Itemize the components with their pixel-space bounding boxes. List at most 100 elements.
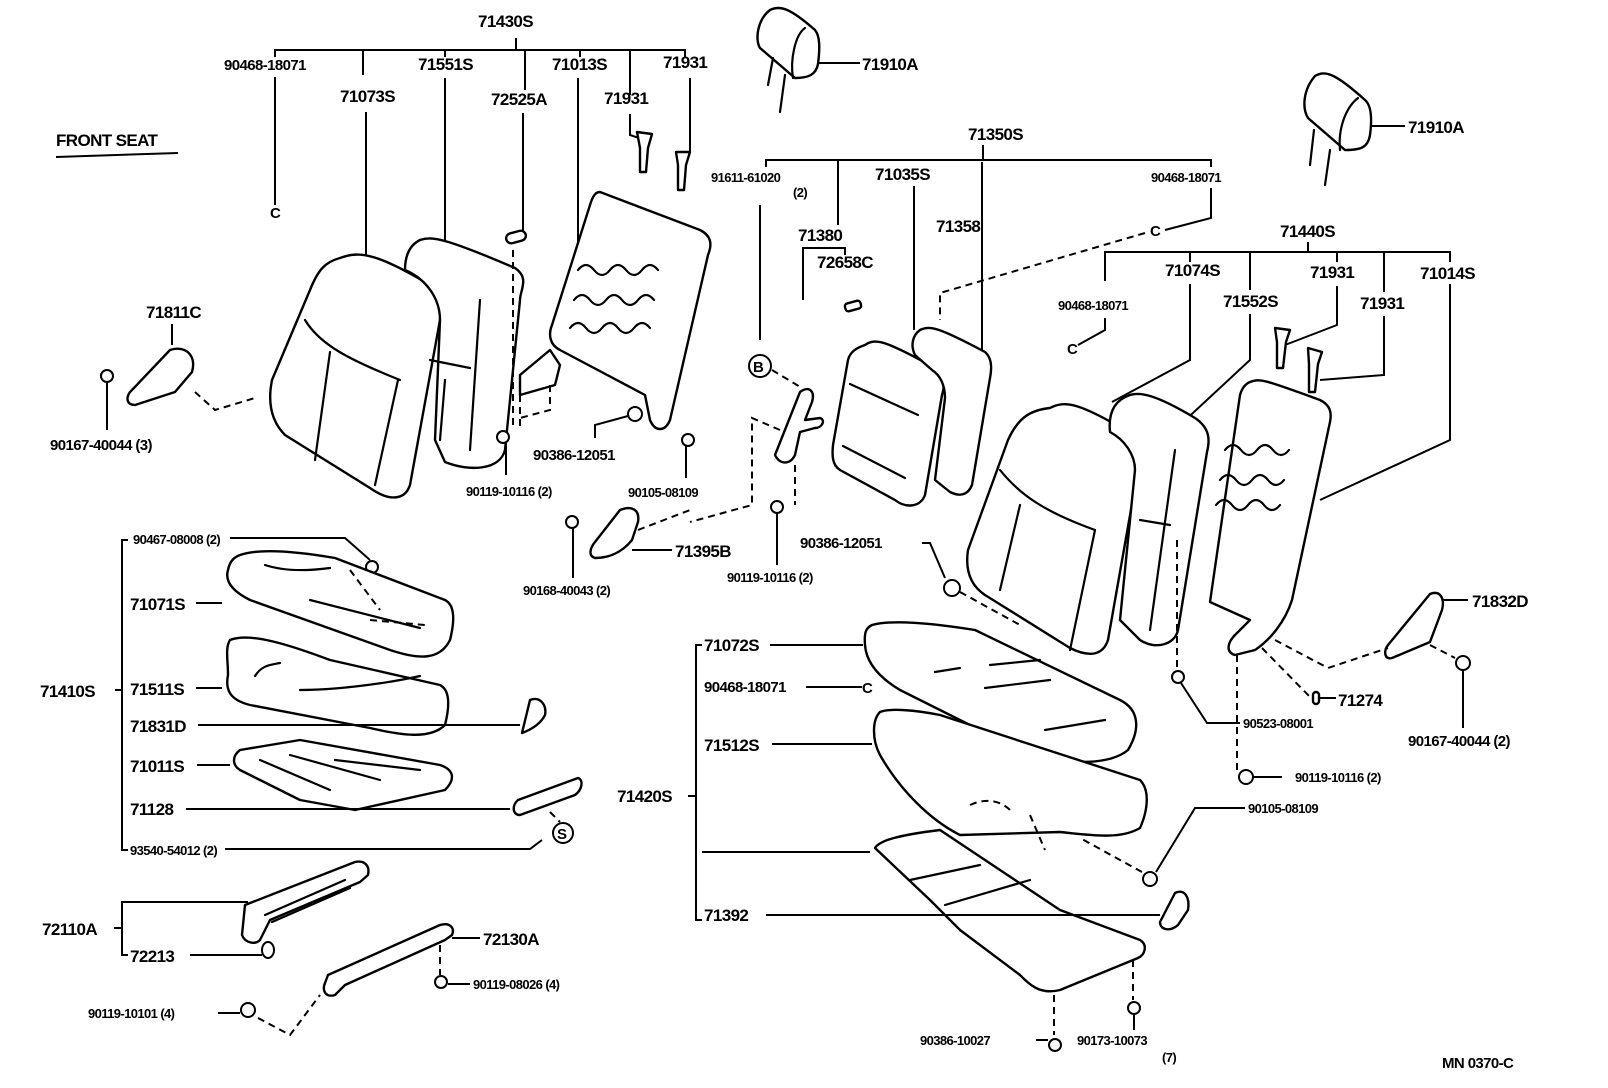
cushion-frame-71392[interactable]: [873, 828, 1146, 993]
label-72525A[interactable]: 72525A: [491, 90, 548, 109]
callout-s[interactable]: [552, 822, 574, 844]
label-90467-08008-2[interactable]: 90467-08008 (2): [133, 532, 221, 547]
label-91611-61020[interactable]: 91611-61020: [711, 170, 781, 185]
cushion-pad-71511S[interactable]: [225, 636, 450, 736]
label-71014S[interactable]: 71014S: [1420, 264, 1476, 283]
label-71011S[interactable]: 71011S: [130, 757, 185, 776]
label-71395B[interactable]: 71395B: [675, 542, 732, 561]
headrest-71910A-a[interactable]: [756, 6, 821, 80]
label-90468-18071-d[interactable]: 90468-18071: [704, 679, 787, 696]
label-90167-40044-2[interactable]: 90167-40044 (2): [1408, 733, 1511, 750]
label-90468-18071-b[interactable]: 90468-18071: [1151, 170, 1222, 185]
screw-icon: [681, 433, 695, 447]
washer-icon: [1171, 670, 1185, 684]
label-71551S[interactable]: 71551S: [418, 55, 474, 74]
label-71552S[interactable]: 71552S: [1223, 292, 1279, 311]
label-71035S[interactable]: 71035S: [875, 165, 931, 184]
nut-icon: [627, 406, 643, 422]
seatback-pad-71552S[interactable]: [1108, 392, 1210, 647]
label-71430S[interactable]: 71430S: [478, 12, 534, 31]
label-90167-40044-3[interactable]: 90167-40044 (3): [50, 437, 153, 454]
label-93540-54012-2[interactable]: 93540-54012 (2): [130, 843, 218, 858]
label-90386-12051-a[interactable]: 90386-12051: [533, 447, 616, 464]
leader: [1111, 284, 1191, 403]
label-90468-18071-c[interactable]: 90468-18071: [1058, 298, 1129, 313]
headrest-guide-71931-c[interactable]: [1273, 326, 1292, 370]
passenger-back-group: 71350S 91611-61020 (2) 71380 72658C 7103…: [689, 125, 1222, 523]
label-71358[interactable]: 71358: [936, 217, 981, 236]
label-71274[interactable]: 71274: [1338, 691, 1384, 710]
seatback-board-71358[interactable]: [911, 326, 993, 496]
label-72130A[interactable]: 72130A: [483, 930, 540, 949]
headrest-guide-71931-b[interactable]: [674, 150, 692, 192]
cushion-cover-71071S[interactable]: [226, 550, 455, 658]
cushion-pad-71512S[interactable]: [872, 708, 1148, 837]
label-71410S[interactable]: 71410S: [40, 682, 96, 701]
clip-72525A[interactable]: [504, 229, 528, 245]
cover-71811C[interactable]: [126, 347, 195, 407]
headrest-guide-71931-d[interactable]: [1306, 346, 1324, 394]
dash-guide: [969, 799, 1046, 851]
headrest-guide-71931-a[interactable]: [635, 130, 654, 174]
label-71440S[interactable]: 71440S: [1280, 222, 1336, 241]
cover-71395B[interactable]: [589, 506, 640, 560]
label-90523-08001[interactable]: 90523-08001: [1243, 716, 1314, 731]
trim-71128[interactable]: [512, 776, 583, 817]
label-71380[interactable]: 71380: [798, 226, 843, 245]
label-90168-40043-2[interactable]: 90168-40043 (2): [523, 583, 611, 598]
label-71910A-b[interactable]: 71910A: [1408, 118, 1465, 137]
seatback-cover-71073S[interactable]: [269, 253, 444, 499]
label-71420S[interactable]: 71420S: [617, 787, 673, 806]
label-71392[interactable]: 71392: [704, 906, 749, 925]
rail-teeth: [263, 878, 352, 924]
label-90119-10116-2-a[interactable]: 90119-10116 (2): [466, 484, 553, 499]
label-71931-d[interactable]: 71931: [1360, 294, 1405, 313]
rail-72110A[interactable]: [240, 860, 370, 944]
label-90105-08109-b[interactable]: 90105-08109: [1248, 801, 1319, 816]
spacer-72213[interactable]: [261, 941, 275, 959]
seatback-frame-71013S[interactable]: [548, 190, 712, 431]
label-71073S[interactable]: 71073S: [340, 87, 396, 106]
label-90119-10116-2-b[interactable]: 90119-10116 (2): [727, 570, 814, 585]
label-71931-a[interactable]: 71931: [604, 89, 649, 108]
label-71511S[interactable]: 71511S: [130, 680, 185, 699]
label-90105-08109-a[interactable]: 90105-08109: [628, 485, 699, 500]
label-90119-08026-4[interactable]: 90119-08026 (4): [473, 977, 560, 992]
callout-b[interactable]: [748, 354, 772, 378]
seatback-pad-71551S[interactable]: [403, 237, 525, 469]
label-90173-10073[interactable]: 90173-10073: [1077, 1033, 1148, 1048]
label-71512S[interactable]: 71512S: [704, 736, 760, 755]
clip-72658C[interactable]: [843, 299, 863, 313]
label-71831D[interactable]: 71831D: [130, 717, 187, 736]
label-90119-10101-4[interactable]: 90119-10101 (4): [88, 1006, 175, 1021]
label-71071S[interactable]: 71071S: [130, 595, 186, 614]
label-72110A[interactable]: 72110A: [42, 920, 98, 939]
label-71072S[interactable]: 71072S: [704, 636, 760, 655]
recliner-71380[interactable]: [773, 388, 825, 464]
label-90386-12051-b[interactable]: 90386-12051: [800, 535, 883, 552]
label-71350S[interactable]: 71350S: [968, 125, 1024, 144]
dash-guide: [1429, 644, 1456, 659]
leader: [1155, 807, 1245, 873]
cushion-frame-71011S[interactable]: [232, 738, 454, 812]
pin-71274[interactable]: [1311, 690, 1321, 706]
label-90468-18071[interactable]: 90468-18071: [224, 57, 307, 74]
label-72658C[interactable]: 72658C: [817, 253, 874, 272]
headrest-71910A-b[interactable]: [1303, 72, 1373, 152]
label-71013S[interactable]: 71013S: [552, 55, 608, 74]
cover-71832D[interactable]: [1384, 591, 1444, 660]
label-71074S[interactable]: 71074S: [1165, 261, 1221, 280]
rail-72130A[interactable]: [322, 923, 454, 997]
label-90119-10116-2-c[interactable]: 90119-10116 (2): [1295, 770, 1382, 785]
label-71931-b[interactable]: 71931: [663, 53, 708, 72]
label-71910A-a[interactable]: 71910A: [862, 55, 919, 74]
cover-71831D[interactable]: [520, 697, 547, 735]
label-71128[interactable]: 71128: [130, 800, 174, 819]
seatback-cover-71074S[interactable]: [966, 403, 1142, 656]
label-71832D[interactable]: 71832D: [1472, 592, 1529, 611]
label-72213[interactable]: 72213: [130, 947, 175, 966]
seatback-frame-71014S[interactable]: [1208, 379, 1332, 657]
label-71931-c[interactable]: 71931: [1310, 263, 1355, 282]
label-71811C[interactable]: 71811C: [146, 303, 202, 322]
label-90386-10027[interactable]: 90386-10027: [920, 1033, 991, 1048]
